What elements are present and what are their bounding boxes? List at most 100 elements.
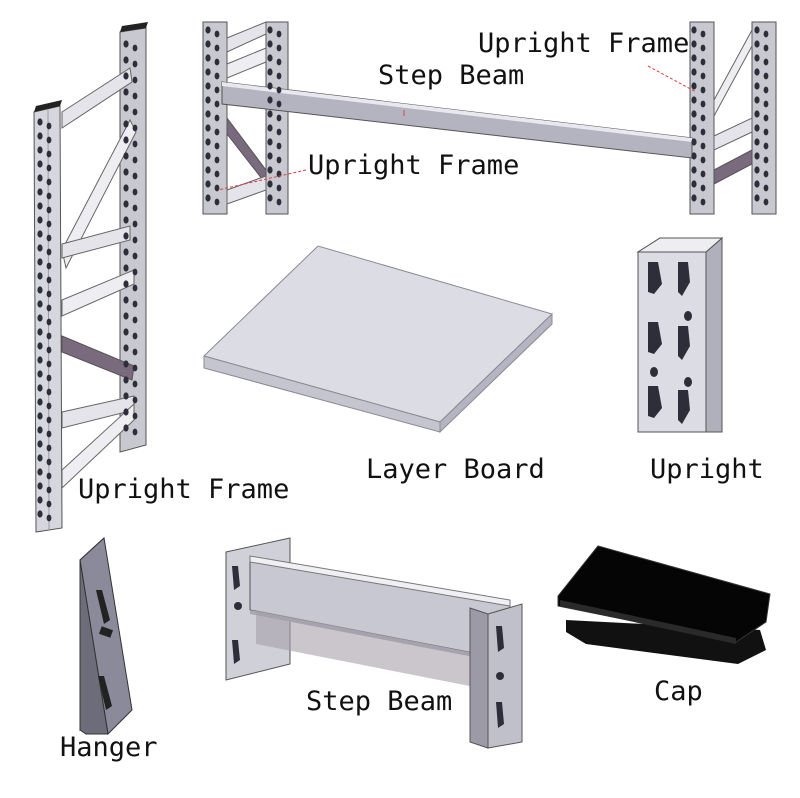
perforation-hole: [132, 76, 138, 84]
perforation-hole: [37, 314, 43, 322]
perforation-hole: [46, 374, 52, 382]
perforation-hole: [46, 304, 52, 312]
perforation-hole: [37, 440, 43, 448]
perforation-hole: [754, 166, 760, 174]
perforation-hole: [700, 30, 706, 38]
perforation-hole: [267, 180, 273, 188]
perforation-hole: [123, 328, 129, 336]
perforation-hole: [691, 166, 697, 174]
perforation-hole: [205, 82, 211, 90]
upright-frame-left-label: Upright Frame: [78, 474, 290, 505]
perforation-hole: [132, 220, 138, 228]
perforation-hole: [132, 172, 138, 180]
perforation-hole: [132, 332, 138, 340]
perforation-hole: [46, 262, 52, 270]
perforation-hole: [691, 54, 697, 62]
perforation-hole: [214, 170, 220, 178]
perforation-hole: [691, 138, 697, 146]
perforation-hole: [276, 86, 282, 94]
perforation-hole: [214, 72, 220, 80]
perforation-hole: [132, 428, 138, 436]
step-beam-top-label: Step Beam: [378, 60, 525, 91]
perforation-hole: [754, 82, 760, 90]
perforation-hole: [46, 206, 52, 214]
perforation-hole: [754, 96, 760, 104]
perforation-hole: [267, 124, 273, 132]
perforation-hole: [46, 360, 52, 368]
perforation-hole: [276, 72, 282, 80]
perforation-hole: [123, 408, 129, 416]
perforation-hole: [691, 26, 697, 34]
perforation-hole: [123, 184, 129, 192]
perforation-hole: [46, 458, 52, 466]
perforation-hole: [267, 82, 273, 90]
perforation-hole: [123, 376, 129, 384]
perforation-hole: [205, 166, 211, 174]
perforation-hole: [763, 184, 769, 192]
cap-illustration: [557, 545, 771, 664]
upright-frame-left-illustration: [33, 22, 148, 533]
perforation-hole: [37, 468, 43, 476]
perforation-hole: [123, 312, 129, 320]
perforation-hole: [276, 100, 282, 108]
perforation-hole: [205, 138, 211, 146]
perforation-hole: [37, 496, 43, 504]
perforation-hole: [205, 54, 211, 62]
perforation-hole: [46, 150, 52, 158]
perforation-hole: [691, 40, 697, 48]
perforation-hole: [763, 72, 769, 80]
perforation-hole: [123, 104, 129, 112]
upright-label: Upright: [650, 454, 764, 485]
cap-label: Cap: [654, 676, 703, 707]
perforation-hole: [132, 396, 138, 404]
perforation-hole: [37, 230, 43, 238]
perforation-hole: [123, 168, 129, 176]
perforation-hole: [46, 346, 52, 354]
upright-frame-top-mid-label: Upright Frame: [308, 150, 520, 181]
perforation-hole: [37, 356, 43, 364]
perforation-hole: [46, 178, 52, 186]
perforation-hole: [691, 180, 697, 188]
perforation-hole: [46, 318, 52, 326]
perforation-hole: [691, 124, 697, 132]
perforation-hole: [123, 152, 129, 160]
perforation-hole: [123, 280, 129, 288]
perforation-hole: [37, 426, 43, 434]
perforation-hole: [691, 82, 697, 90]
perforation-hole: [132, 364, 138, 372]
perforation-hole: [754, 152, 760, 160]
layer-board-illustration: [203, 245, 553, 434]
perforation-hole: [267, 194, 273, 202]
perforation-hole: [37, 482, 43, 490]
perforation-hole: [123, 264, 129, 272]
perforation-hole: [754, 26, 760, 34]
perforation-hole: [123, 120, 129, 128]
perforation-hole: [267, 26, 273, 34]
perforation-hole: [46, 276, 52, 284]
perforation-hole: [700, 72, 706, 80]
perforation-hole: [132, 92, 138, 100]
perforation-hole: [214, 128, 220, 136]
perforation-hole: [37, 300, 43, 308]
perforation-hole: [214, 114, 220, 122]
perforation-hole: [37, 384, 43, 392]
perforation-hole: [132, 60, 138, 68]
perforation-hole: [267, 110, 273, 118]
perforation-hole: [132, 380, 138, 388]
perforation-hole: [205, 194, 211, 202]
perforation-hole: [205, 180, 211, 188]
perforation-hole: [46, 122, 52, 130]
perforation-hole: [214, 58, 220, 66]
perforation-hole: [46, 472, 52, 480]
perforation-hole: [37, 174, 43, 182]
perforation-hole: [123, 296, 129, 304]
perforation-hole: [37, 412, 43, 420]
perforation-hole: [267, 40, 273, 48]
perforation-hole: [691, 96, 697, 104]
perforation-hole: [205, 40, 211, 48]
perforation-hole: [46, 430, 52, 438]
perforation-hole: [276, 44, 282, 52]
perforation-hole: [267, 152, 273, 160]
perforation-hole: [46, 332, 52, 340]
perforation-hole: [267, 54, 273, 62]
